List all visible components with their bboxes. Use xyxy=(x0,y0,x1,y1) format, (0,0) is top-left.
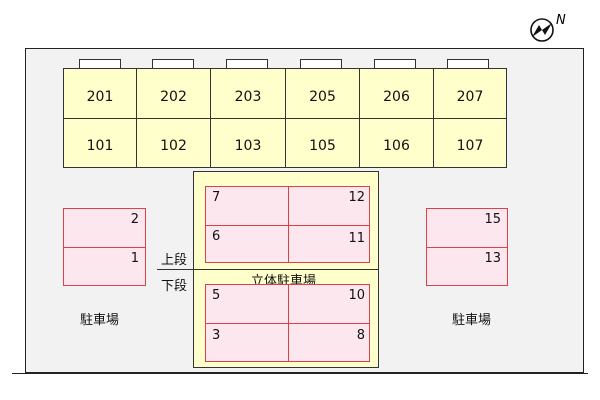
parking-space-12: 12 xyxy=(288,186,370,226)
lower-level-label: 下段 xyxy=(161,279,188,294)
unit-number: 202 xyxy=(160,88,187,105)
parking-space-3: 3 xyxy=(205,323,289,362)
space-number: 2 xyxy=(130,212,139,227)
unit-number: 201 xyxy=(86,88,114,105)
unit-number: 203 xyxy=(234,88,262,105)
unit-203: 203 xyxy=(210,68,286,119)
unit-202: 202 xyxy=(136,68,211,119)
parking-lot-label: 駐車場 xyxy=(452,313,492,328)
space-number: 11 xyxy=(348,231,365,246)
unit-102: 102 xyxy=(136,118,211,168)
space-number: 7 xyxy=(212,190,221,205)
parking-space-1: 1 xyxy=(63,247,146,286)
unit-107: 107 xyxy=(433,118,507,168)
unit-number: 105 xyxy=(309,138,336,154)
unit-103: 103 xyxy=(210,118,286,168)
space-number: 13 xyxy=(484,251,501,266)
compass-north-label: N xyxy=(556,13,566,28)
parking-space-15: 15 xyxy=(426,208,508,248)
road-boundary-line xyxy=(12,373,588,374)
parking-space-8: 8 xyxy=(288,323,370,362)
space-number: 3 xyxy=(212,328,221,343)
space-number: 5 xyxy=(212,288,221,303)
unit-number: 101 xyxy=(86,138,114,154)
balcony xyxy=(300,59,342,69)
unit-number: 206 xyxy=(383,88,410,105)
unit-number: 103 xyxy=(234,138,262,154)
unit-207: 207 xyxy=(433,68,507,119)
space-number: 10 xyxy=(348,288,365,303)
unit-number: 107 xyxy=(456,138,484,154)
parking-space-2: 2 xyxy=(63,208,146,248)
unit-106: 106 xyxy=(359,118,434,168)
unit-101: 101 xyxy=(63,118,137,168)
space-number: 12 xyxy=(348,190,365,205)
unit-number: 205 xyxy=(309,88,336,105)
space-number: 6 xyxy=(212,229,221,244)
space-number: 8 xyxy=(356,328,365,343)
unit-205: 205 xyxy=(285,68,360,119)
unit-206: 206 xyxy=(359,68,434,119)
parking-space-10: 10 xyxy=(288,284,370,324)
parking-space-13: 13 xyxy=(426,247,508,286)
parking-space-5: 5 xyxy=(205,284,289,324)
unit-105: 105 xyxy=(285,118,360,168)
north-arrow-icon: N xyxy=(530,13,566,42)
unit-201: 201 xyxy=(63,68,137,119)
parking-space-11: 11 xyxy=(288,225,370,263)
parking-lot-label: 駐車場 xyxy=(80,313,120,328)
space-number: 1 xyxy=(130,251,139,266)
balcony xyxy=(374,59,416,69)
level-divider-line xyxy=(157,269,379,270)
parking-space-6: 6 xyxy=(205,225,289,263)
unit-number: 102 xyxy=(160,138,187,154)
balcony xyxy=(447,59,489,69)
upper-level-label: 上段 xyxy=(161,253,188,268)
space-number: 15 xyxy=(484,212,501,227)
balcony xyxy=(226,59,268,69)
unit-number: 106 xyxy=(383,138,410,154)
balcony xyxy=(79,59,121,69)
unit-number: 207 xyxy=(456,88,484,105)
balcony xyxy=(152,59,194,69)
parking-space-7: 7 xyxy=(205,186,289,226)
